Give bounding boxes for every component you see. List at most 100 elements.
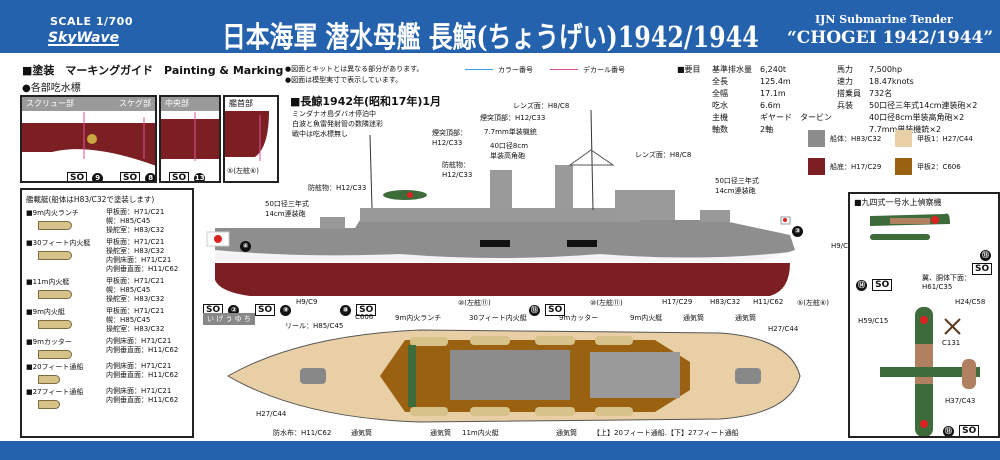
stern-name-decal: い げ う ゆ ち <box>203 313 255 325</box>
decal-number: 8 <box>145 173 155 181</box>
color-swatch <box>808 130 825 147</box>
boat-name: ■9m内火艇 <box>26 308 65 316</box>
label-vent: 通気筒 <box>683 314 704 322</box>
boat-paint: 内側垂直面：H11/C62 <box>106 265 179 273</box>
so-decal: SO <box>255 304 276 316</box>
label-gun-fwd: 50口径三年式 <box>715 177 759 185</box>
boat-icon <box>38 400 60 409</box>
note-1: ●図面とキットとは異なる部分があります。 <box>285 65 424 73</box>
bow-hull-drawing <box>225 111 269 161</box>
label-guard: 防舷物： <box>442 161 470 169</box>
decal-number: ⑨ <box>280 305 292 316</box>
hull-bottom <box>215 263 790 296</box>
aircraft-drawings <box>870 213 980 436</box>
boat-paint: 幌：H85/C45 <box>106 316 151 324</box>
boat-paint: 内側垂直面：H11/C62 <box>106 346 179 354</box>
spec-value: 6,240t <box>760 65 787 74</box>
label-vent: 通気筒 <box>556 429 577 437</box>
bridge <box>615 190 675 220</box>
label-launch: 9m内火ランチ <box>395 314 442 322</box>
plan-superstructure <box>450 350 570 400</box>
boat-name: ■9mカッター <box>26 338 72 346</box>
boat-paint: 内側床面：H71/C21 <box>106 256 172 264</box>
plan-turret <box>300 368 326 384</box>
label-reel: リール：H85/C45 <box>285 322 344 330</box>
label-h37: H37/C43 <box>945 397 976 405</box>
spec-row: 40口径8cm単装高角砲×2 <box>837 113 983 123</box>
stern-gun <box>320 217 345 229</box>
decal-number: 9 <box>92 173 104 181</box>
superstructure <box>360 208 640 222</box>
label-cutter: 9mカッター <box>559 314 599 322</box>
torpedo-tube <box>567 240 597 247</box>
boat-paint: 幌：H85/C45 <box>106 286 151 294</box>
label-vent: 通気筒 <box>351 429 372 437</box>
torpedo-tube <box>480 240 510 247</box>
draft-panel-stern: スクリュー部スケグ部 SO 9 SO 8 <box>20 95 157 183</box>
header-banner <box>0 0 1000 53</box>
spec-row: 主機ギヤード タービン <box>712 113 838 123</box>
spec-value: 125.4m <box>760 77 791 86</box>
spec-label: 速力 <box>837 77 853 86</box>
mark-bow: ⑤(左舷⑥) <box>797 299 830 307</box>
label-hull: H83/C32 <box>710 298 741 306</box>
specs-label: ■要目 <box>677 65 701 74</box>
swatch-label: 船体：H83/C32 <box>830 135 882 143</box>
so-decal: SO <box>120 172 141 181</box>
decal-number: ⑬ <box>529 305 540 316</box>
boat-paint: 操舵室：H83/C32 <box>106 325 165 333</box>
label-gun-aft-b: 14cm連装砲 <box>265 210 306 218</box>
label-c606: C606 <box>355 313 374 321</box>
so-decal: SO <box>169 172 190 181</box>
so-decal: SO <box>356 304 377 316</box>
section-title: ■塗装 マーキングガイド Painting & Marking <box>22 64 284 77</box>
plan-turret <box>735 368 761 384</box>
bow-gun <box>700 210 730 222</box>
boat-paint: 甲板面：H71/C21 <box>106 307 165 315</box>
label-prop: H24/C58 <box>955 298 986 306</box>
color-swatch <box>895 130 912 147</box>
boat-icon <box>38 320 72 329</box>
aircraft-title: ■九四式一号水上偵察機 <box>854 198 942 207</box>
boat-icon <box>38 221 72 230</box>
label-deck-left: H27/C44 <box>256 410 287 418</box>
spec-label: 全長 <box>712 77 728 86</box>
label-boat11: 11m内火艇 <box>462 429 499 437</box>
spec-value: 7,500hp <box>869 65 903 74</box>
spec-row: 7.7mm単装機銃×2 <box>837 125 983 135</box>
label-vent: 通気筒 <box>735 314 756 322</box>
boat-icon <box>38 251 72 260</box>
swatch-label: 甲板1：H27/C44 <box>917 135 973 143</box>
funnel-2 <box>555 165 573 210</box>
so-decal: SO <box>67 172 88 181</box>
bow-mark: ⑤(左舷⑥) <box>227 167 260 175</box>
swatch-label: 甲板2：C606 <box>917 163 961 171</box>
draft-panel-mid: 中央部 SO 13 <box>159 95 221 183</box>
foremast <box>369 134 373 209</box>
decal-number: ④ <box>240 241 251 252</box>
boat-name: ■30フィート内火艇 <box>26 239 91 247</box>
decal-number: ⑧ <box>340 305 351 316</box>
spec-value: 17.1m <box>760 89 786 98</box>
decal-number: ⑬ <box>943 426 954 436</box>
boat-paint: 甲板面：H71/C21 <box>106 277 165 285</box>
label-gun-aft: 50口径三年式 <box>265 200 309 208</box>
boat-icon <box>38 350 72 359</box>
label-tarp: 防水布：H11/C62 <box>273 429 332 437</box>
so-decal: SO <box>872 279 893 291</box>
side-view-title: ■長鯨1942年(昭和17年)1月 <box>290 95 442 108</box>
decal-legend-line <box>550 69 578 70</box>
spec-value: 732名 <box>869 89 893 98</box>
brand-logo: SkyWave <box>48 30 120 46</box>
color-legend-label: カラー番号 <box>498 66 533 74</box>
decal-number: 13 <box>194 173 206 182</box>
